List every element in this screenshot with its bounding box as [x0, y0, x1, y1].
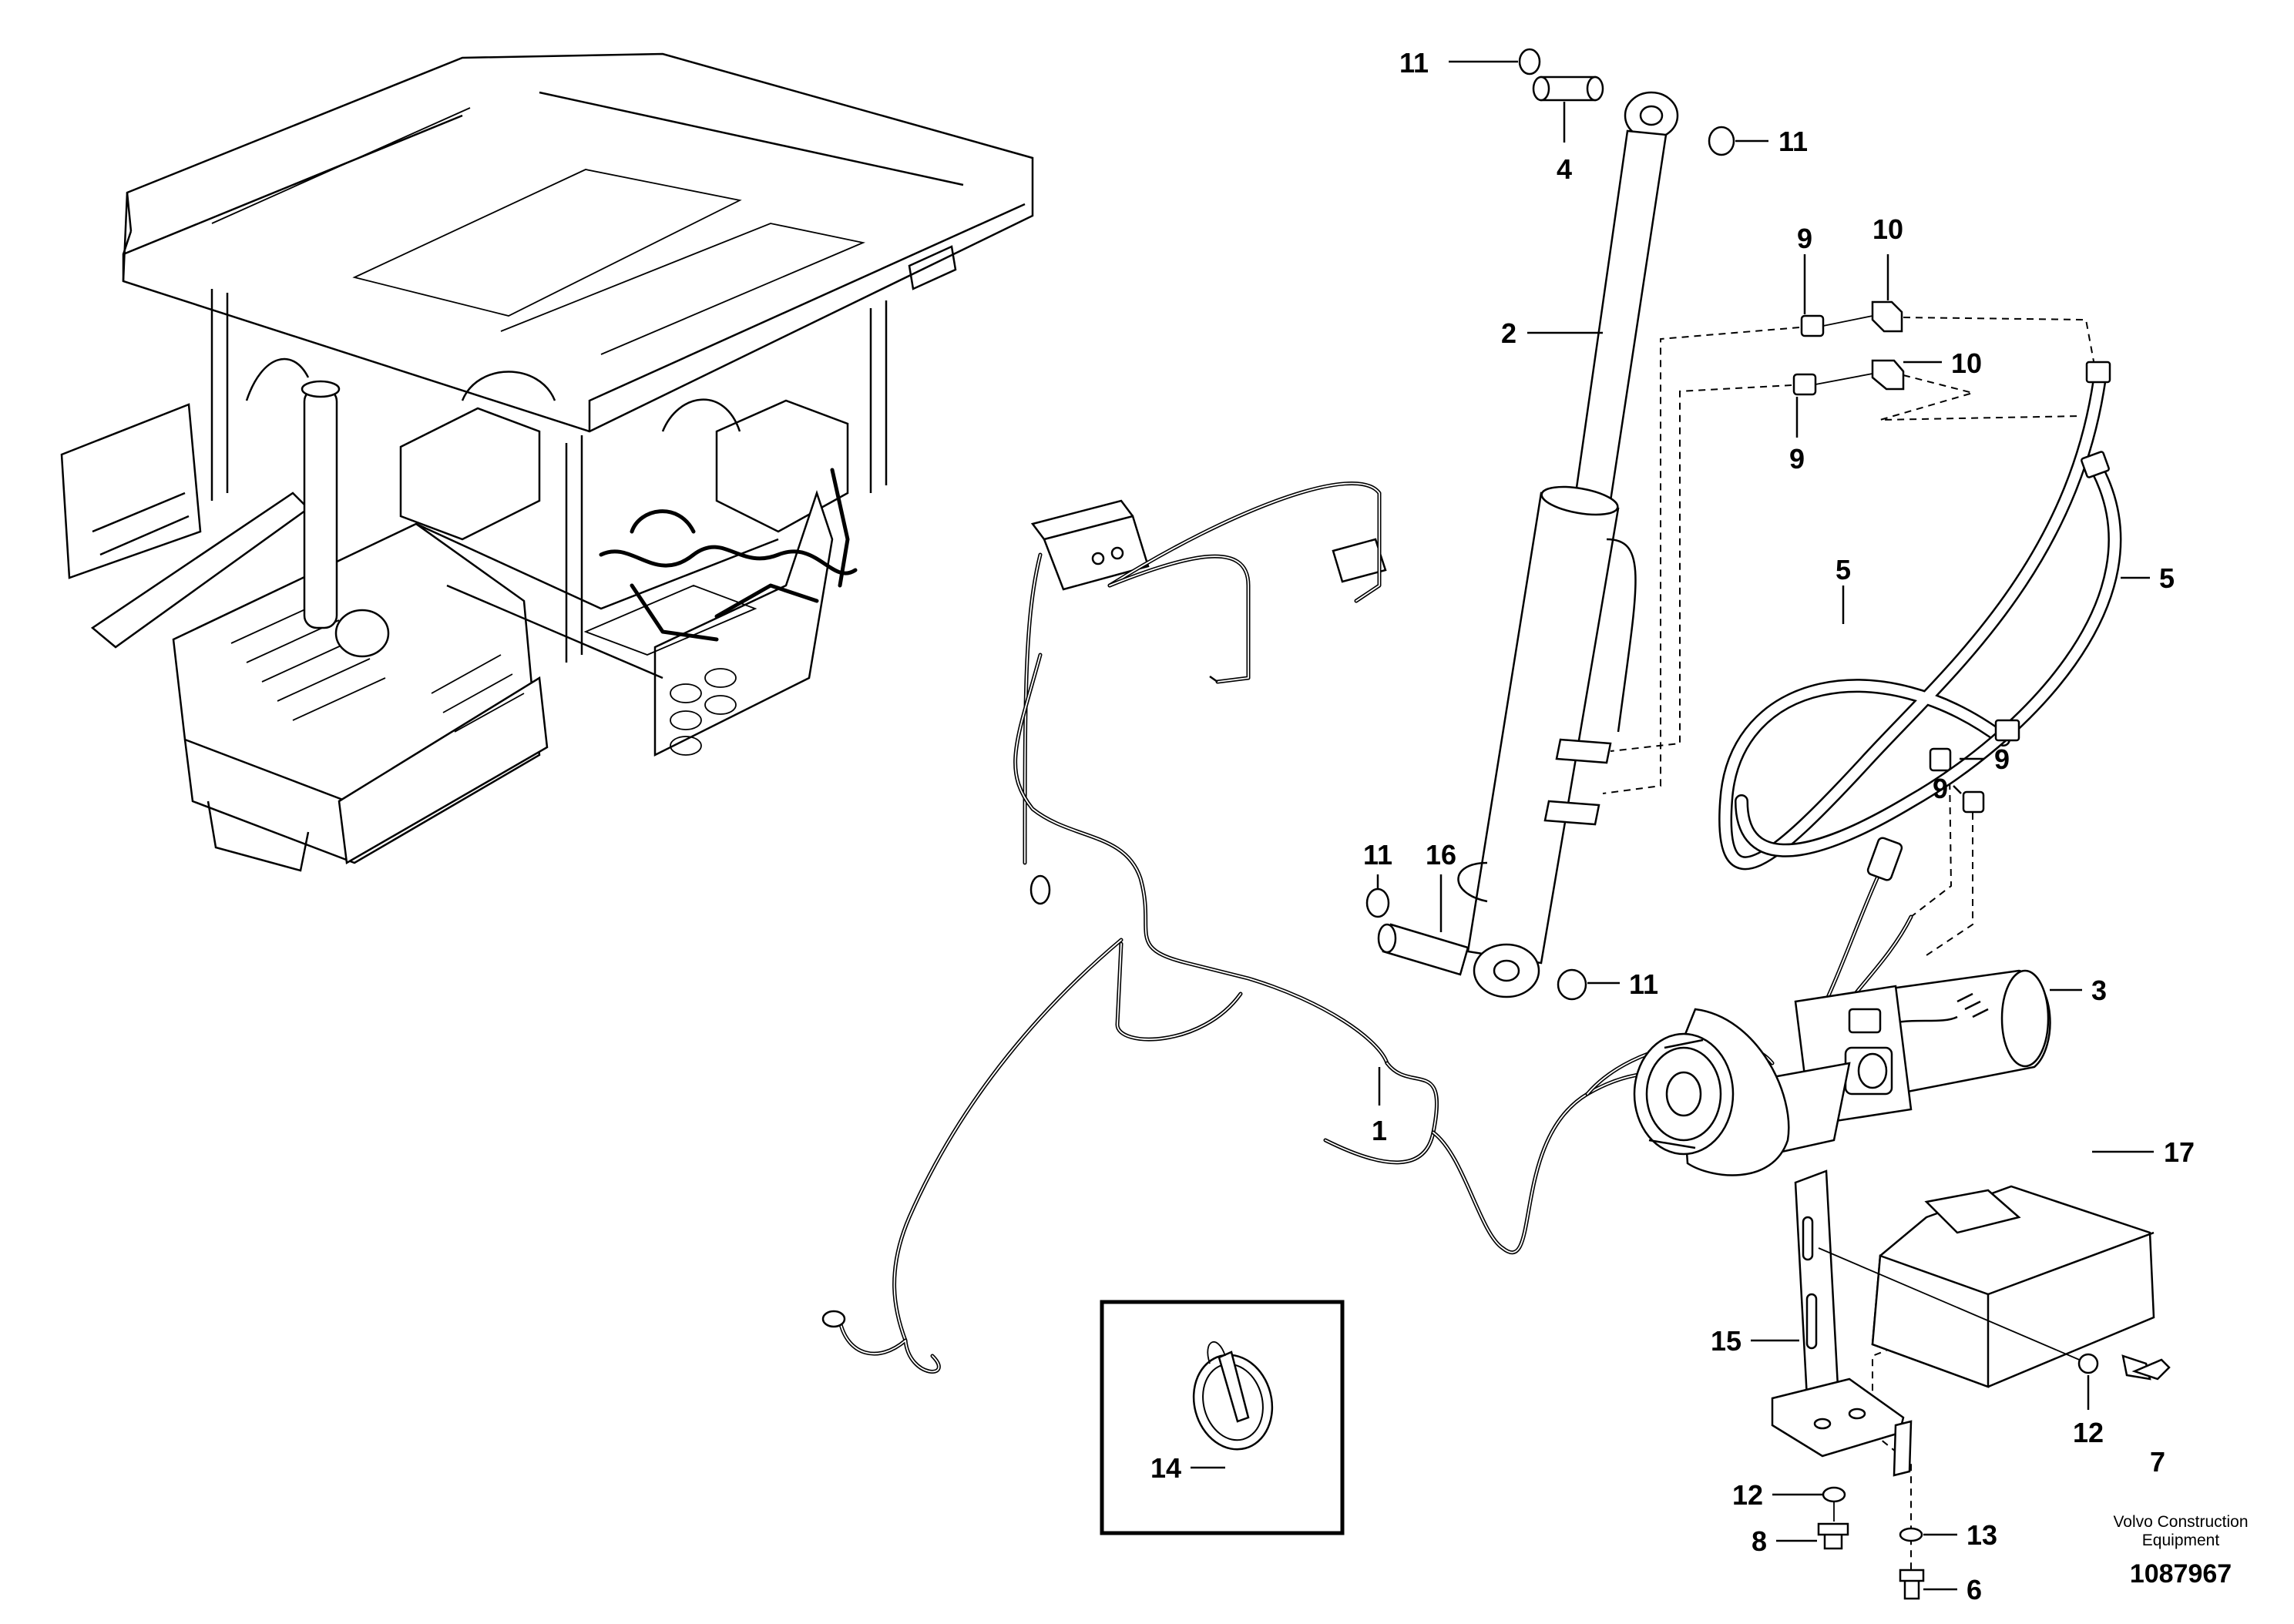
callout-9-upper: 9 [1797, 223, 1812, 254]
callout-11-lower: 11 [1629, 968, 1658, 1000]
callout-9-middle: 9 [1789, 443, 1805, 475]
publisher-credit-line1: Volvo Construction [2113, 1513, 2248, 1531]
drawing-number: 1087967 [2130, 1559, 2232, 1589]
callout-12-bottom: 12 [1732, 1479, 1763, 1511]
callout-13: 13 [1967, 1519, 1997, 1551]
cable-tie-inset [1100, 1300, 1345, 1535]
hydraulic-power-unit [1633, 969, 2051, 1176]
callout-5-right: 5 [2159, 562, 2175, 594]
callout-16: 16 [1426, 839, 1456, 871]
callout-17: 17 [2164, 1136, 2195, 1168]
callout-10-lower: 10 [1951, 347, 1982, 379]
callout-14: 14 [1150, 1452, 1181, 1484]
publisher-credit-line2: Equipment [2142, 1532, 2220, 1549]
callout-8: 8 [1752, 1525, 1767, 1557]
o-ring-11-parts [1365, 48, 1735, 1001]
callout-5-left: 5 [1836, 554, 1851, 586]
callout-10-upper: 10 [1872, 213, 1903, 245]
callout-12-right: 12 [2073, 1417, 2104, 1448]
callout-1: 1 [1372, 1115, 1387, 1146]
callout-2: 2 [1501, 317, 1516, 349]
cover-plate [1871, 1185, 2155, 1388]
hydraulic-fittings [1792, 300, 1985, 814]
hydraulic-hoses [1718, 361, 2122, 871]
callout-3: 3 [2091, 975, 2107, 1006]
callout-4: 4 [1557, 153, 1572, 185]
leader-lines [1191, 60, 2154, 1591]
callout-labels: 11 4 11 9 10 2 10 9 5 5 9 9 11 16 11 3 1… [1150, 47, 2195, 1606]
machine-overview-illustration [60, 52, 1034, 872]
bolt-hardware [1817, 1247, 2171, 1600]
callout-11-middle: 11 [1363, 839, 1392, 871]
wiring-harness [821, 481, 1913, 1374]
hydraulic-cylinder [1377, 75, 1679, 998]
callout-11-top-left: 11 [1399, 47, 1429, 79]
callout-11-top-right: 11 [1778, 126, 1808, 157]
callout-9-lower-left: 9 [1933, 773, 1948, 804]
callout-6: 6 [1967, 1574, 1982, 1606]
callout-9-right: 9 [1994, 743, 2010, 775]
callout-15: 15 [1711, 1325, 1741, 1357]
callout-7: 7 [2150, 1446, 2165, 1478]
mounting-bracket [1771, 1169, 1913, 1477]
